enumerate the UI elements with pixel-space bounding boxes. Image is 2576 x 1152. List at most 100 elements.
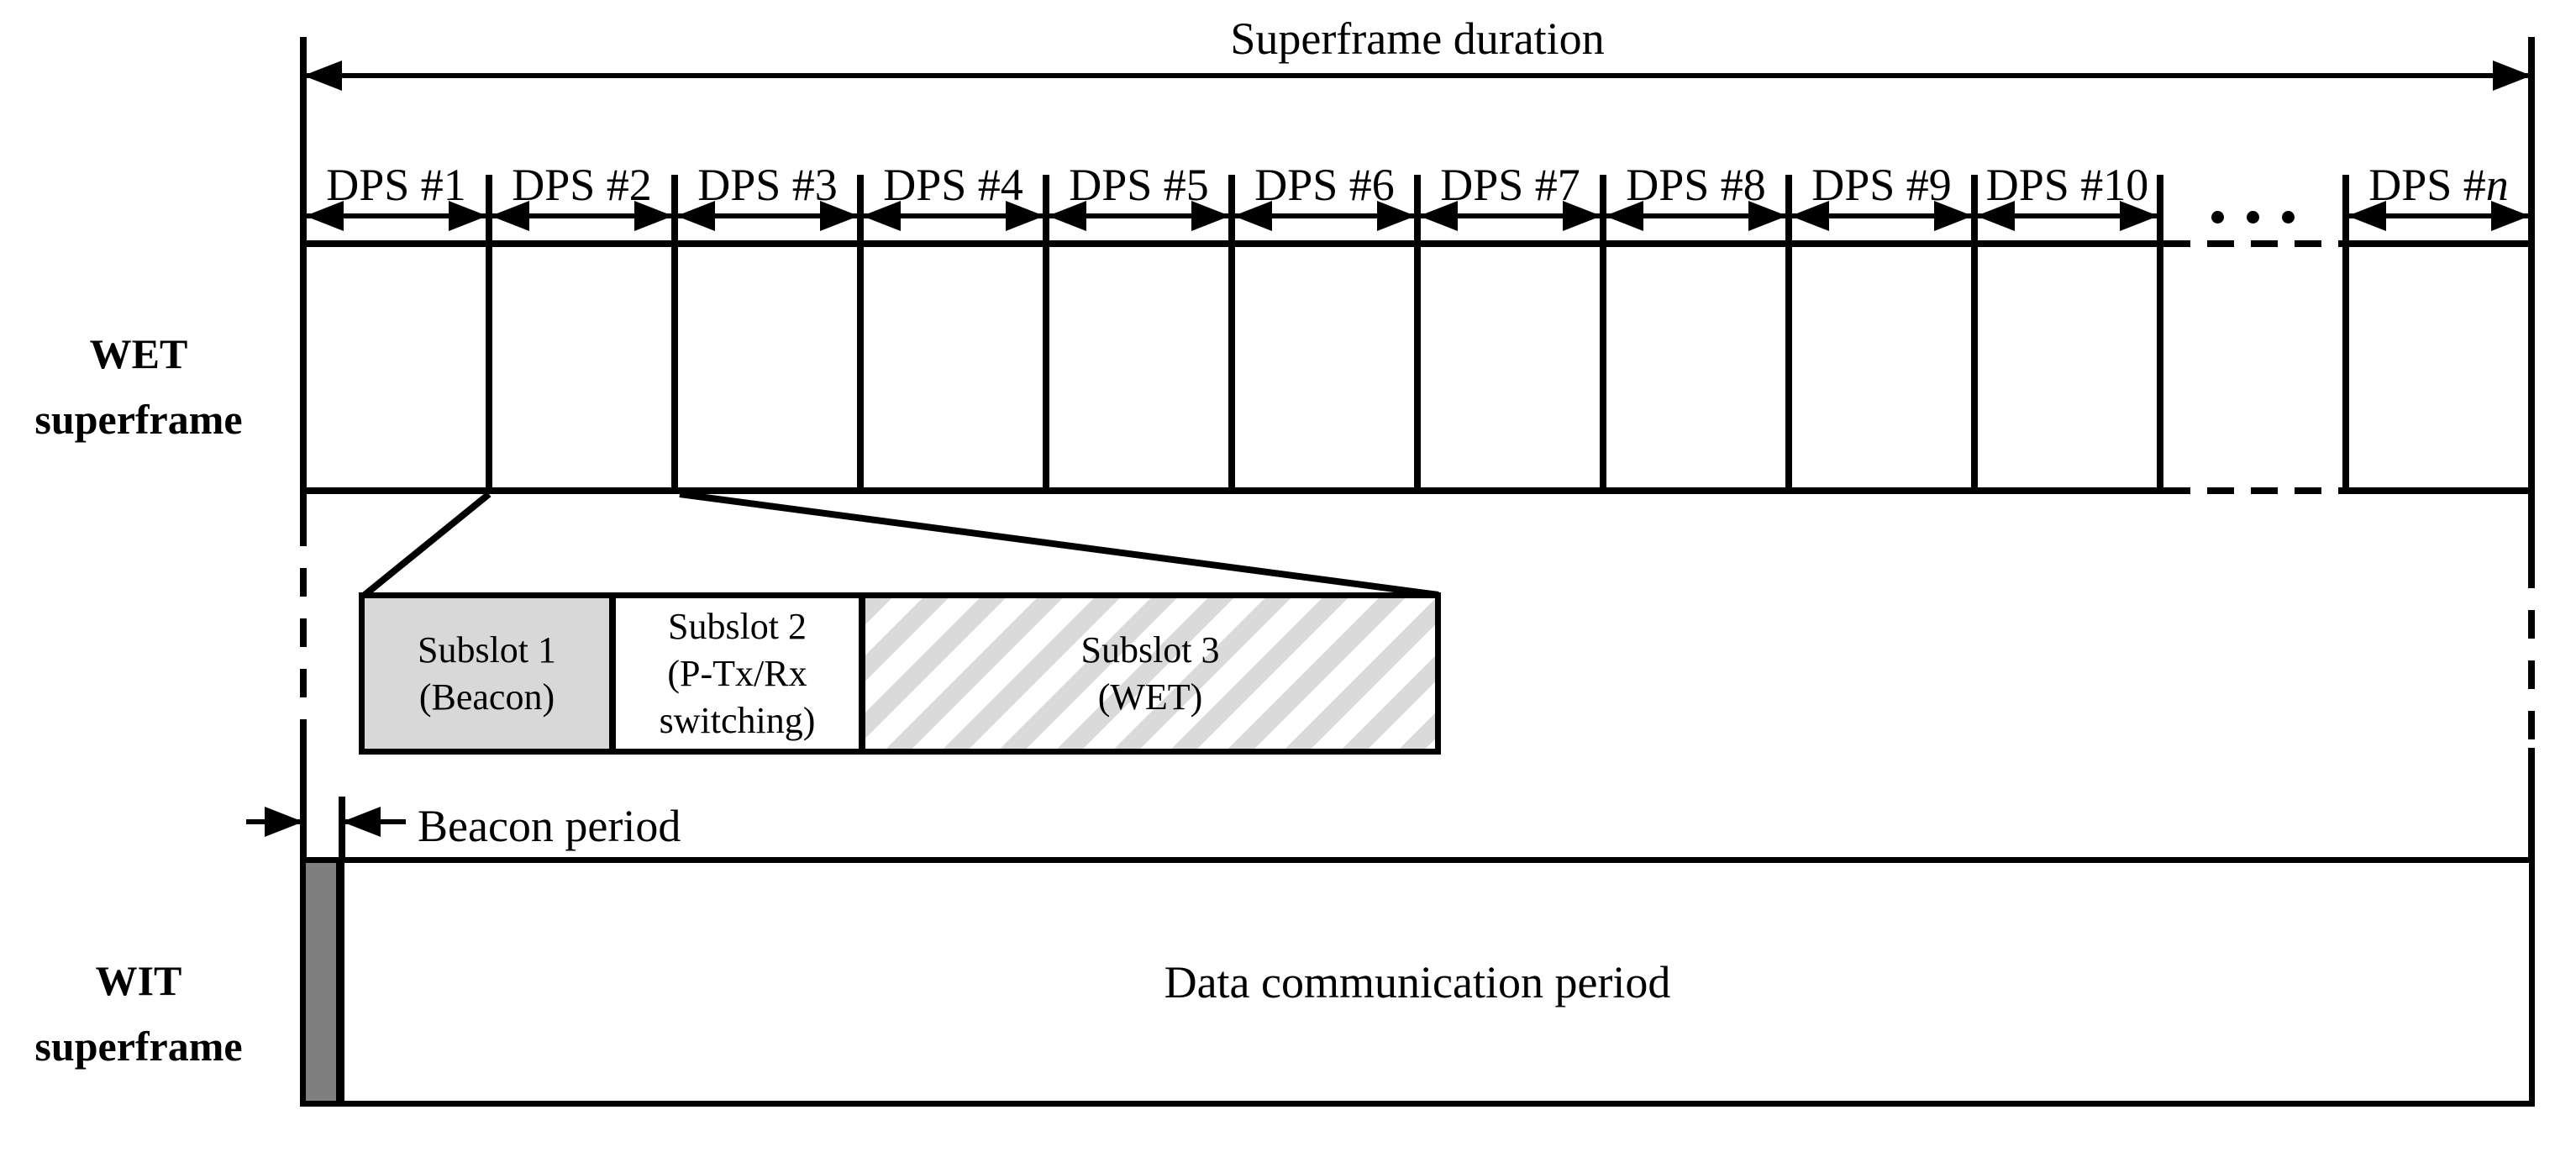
subslot-box: Subslot 1 (Beacon) Subslot 2 (P-Tx/Rx sw… xyxy=(359,592,1441,755)
ellipsis-dot-icon xyxy=(2247,210,2259,224)
dps-duration-arrow xyxy=(1976,199,2158,233)
subslot-2-detail-line1: (P-Tx/Rx xyxy=(667,652,807,694)
wet-superframe-label-line1: WET xyxy=(89,330,188,377)
arrow-shaft xyxy=(1792,213,1971,218)
beacon-period-arrow-out xyxy=(342,805,407,839)
dps-boundary-tick xyxy=(2342,175,2349,494)
wet-superframe-label: WET superframe xyxy=(0,321,277,452)
arrow-shaft xyxy=(1978,213,2157,218)
dps-label-2: DPS #2 xyxy=(512,160,652,210)
right-arrowhead-icon xyxy=(1006,201,1044,231)
right-boundary-extension-dashed xyxy=(2528,560,2535,748)
subslot-2-label: Subslot 2 (P-Tx/Rx switching) xyxy=(660,603,816,744)
arrow-shaft xyxy=(305,73,2530,78)
left-boundary-extension-solid-bottom xyxy=(300,741,307,857)
right-arrowhead-icon xyxy=(2493,60,2531,91)
dps-duration-arrow xyxy=(1233,199,1416,233)
wet-left-edge-line xyxy=(300,37,307,494)
data-communication-period-label: Data communication period xyxy=(1164,956,1671,1007)
subslot-3-label: Subslot 3 (WET) xyxy=(1080,627,1219,721)
dps-label-9: DPS #9 xyxy=(1811,160,1952,210)
wit-superframe-box: Data communication period xyxy=(300,857,2535,1107)
dps-boundary-tick xyxy=(1228,175,1235,494)
right-boundary-extension-solid-bottom xyxy=(2528,748,2535,857)
arrow-shaft xyxy=(1235,213,1414,218)
right-arrowhead-icon xyxy=(820,201,859,231)
right-arrowhead-icon xyxy=(634,201,673,231)
dps-boundary-tick xyxy=(1043,175,1049,494)
dps-duration-arrow xyxy=(1419,199,1601,233)
arrow-shaft xyxy=(1049,213,1228,218)
beacon-period-arrow-in xyxy=(244,805,303,839)
subslot-1-detail: (Beacon) xyxy=(418,676,555,718)
right-arrowhead-icon xyxy=(2491,201,2530,231)
dps-label-n-prefix: DPS # xyxy=(2368,160,2486,210)
dps-label-4: DPS #4 xyxy=(883,160,1023,210)
callout-line-right xyxy=(679,491,1439,598)
right-arrowhead-icon xyxy=(1934,201,1973,231)
subslot-1-name: Subslot 1 xyxy=(417,629,557,671)
wit-superframe-label-line2: superframe xyxy=(34,1023,243,1070)
subslot-2-detail-line2: switching) xyxy=(659,699,816,741)
wet-right-edge-line xyxy=(2528,37,2535,494)
dps-boundary-tick xyxy=(857,175,864,494)
wet-box-bottom-dashed xyxy=(2163,487,2344,494)
dps-duration-arrow xyxy=(305,199,487,233)
subslot-1: Subslot 1 (Beacon) xyxy=(365,598,616,749)
subslot-3: Subslot 3 (WET) xyxy=(865,598,1435,749)
wet-box-top-dashed xyxy=(2163,240,2344,247)
dps-label-3: DPS #3 xyxy=(697,160,838,210)
zoom-callout-lines xyxy=(362,491,1439,598)
right-boundary-extension-solid-top xyxy=(2528,492,2535,560)
wet-box-bottom-solid-right xyxy=(2344,487,2535,494)
right-arrowhead-icon xyxy=(449,201,487,231)
dps-boundary-tick xyxy=(1785,175,1792,494)
ellipsis-dot-icon xyxy=(2282,210,2295,224)
wit-superframe-label-line1: WIT xyxy=(95,957,182,1004)
arrow-shaft xyxy=(1606,213,1785,218)
right-arrowhead-icon xyxy=(1563,201,1601,231)
ellipsis-dot-icon xyxy=(2211,210,2224,224)
right-arrowhead-icon xyxy=(1748,201,1787,231)
wet-box-top-solid-right xyxy=(2344,240,2535,247)
dps-label-8: DPS #8 xyxy=(1626,160,1766,210)
right-arrowhead-icon xyxy=(2120,201,2158,231)
subslot-2-name: Subslot 2 xyxy=(667,605,807,647)
left-boundary-extension-solid-top xyxy=(300,492,307,518)
dps-duration-arrow xyxy=(491,199,673,233)
dps-label-1: DPS #1 xyxy=(326,160,466,210)
wit-superframe-label: WIT superframe xyxy=(0,948,277,1079)
arrow-shaft xyxy=(307,213,486,218)
superframe-duration-label: Superframe duration xyxy=(1230,13,1605,64)
dps-boundary-tick xyxy=(671,175,678,494)
superframe-duration-arrow xyxy=(303,59,2531,92)
dps-label-5: DPS #5 xyxy=(1069,160,1209,210)
dps-duration-arrow xyxy=(1048,199,1230,233)
beacon-period-label: Beacon period xyxy=(418,801,681,851)
dps-label-10: DPS #10 xyxy=(1985,160,2149,210)
dps-duration-arrow xyxy=(862,199,1044,233)
arrow-shaft xyxy=(864,213,1043,218)
dps-duration-arrow xyxy=(1605,199,1787,233)
callout-line-left xyxy=(362,491,492,598)
dps-label-n-variable: n xyxy=(2485,160,2509,210)
dps-boundary-tick xyxy=(1600,175,1606,494)
subslot-1-label: Subslot 1 (Beacon) xyxy=(418,627,556,721)
dps-duration-arrow xyxy=(1790,199,1973,233)
arrow-shaft xyxy=(678,213,857,218)
dps-label-6: DPS #6 xyxy=(1254,160,1395,210)
subslot-3-name: Subslot 3 xyxy=(1080,629,1220,671)
left-boundary-extension-dashed xyxy=(300,518,307,741)
dps-boundary-tick xyxy=(2157,175,2163,494)
subslot-2: Subslot 2 (P-Tx/Rx switching) xyxy=(616,598,865,749)
arrow-shaft xyxy=(2349,213,2528,218)
dps-duration-arrow xyxy=(676,199,859,233)
dps-ellipsis xyxy=(2160,205,2346,229)
dps-boundary-tick xyxy=(486,175,492,494)
right-arrowhead-icon xyxy=(265,807,303,837)
dps-boundary-tick xyxy=(1414,175,1421,494)
arrow-shaft xyxy=(492,213,671,218)
right-arrowhead-icon xyxy=(1191,201,1230,231)
dps-duration-arrow xyxy=(2347,199,2530,233)
